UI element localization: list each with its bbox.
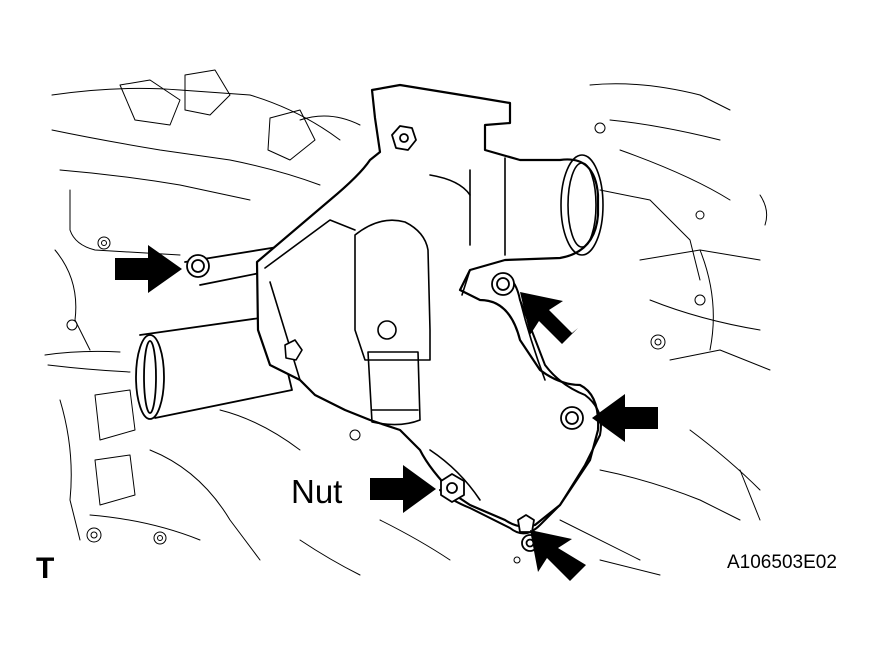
bolt-left [186, 254, 210, 278]
housing-details [264, 154, 604, 501]
nut [440, 473, 465, 503]
water-outlet-housing [255, 83, 600, 528]
figure-code: A106503E02 [727, 552, 837, 573]
arrow-bolt-upper-right [520, 292, 578, 344]
arrow-bolt-right [592, 394, 658, 442]
top-bolt [391, 125, 417, 151]
bolt-upper-right [491, 272, 515, 296]
arrow-bolt-left [115, 245, 182, 293]
arrow-nut [370, 465, 436, 513]
mid-bolt [284, 339, 303, 361]
arrow-stud-bolt [530, 530, 586, 581]
corner-mark: T [36, 552, 55, 585]
engine-background [44, 69, 771, 576]
bolt-right [560, 406, 584, 430]
nut-callout-label: Nut [291, 473, 343, 510]
